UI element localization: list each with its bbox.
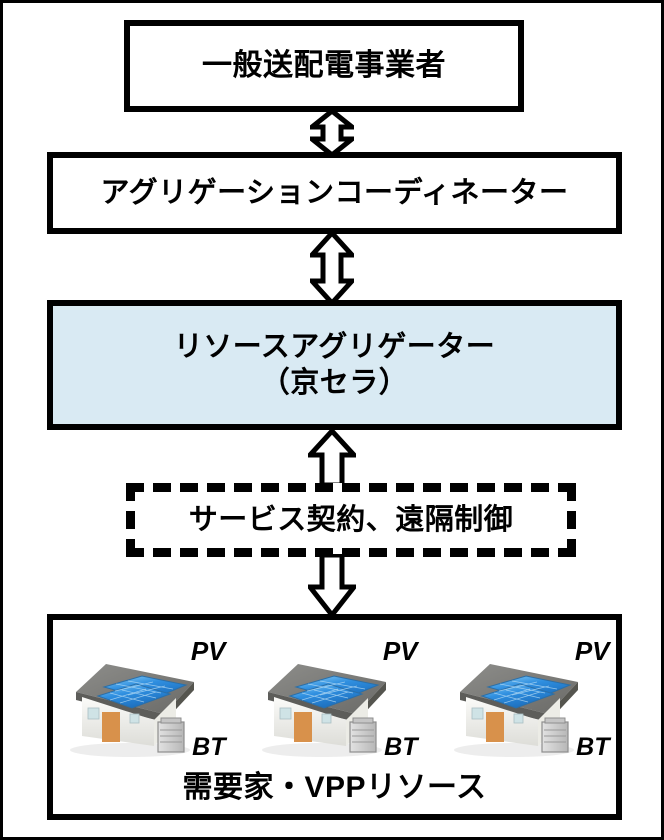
node-utility: 一般送配電事業者 xyxy=(124,20,524,112)
node-consumers-label: 需要家・VPPリソース xyxy=(182,771,487,804)
pv-label: PV xyxy=(382,636,418,666)
node-resource-aggregator: リソースアグリゲーター （京セラ） xyxy=(47,300,622,430)
node-consumers: PV BT xyxy=(47,614,622,820)
double-arrow-icon-utility-coordinator xyxy=(310,110,354,156)
house-unit: PV BT xyxy=(58,634,228,764)
up-arrow-icon-contract-aggregator xyxy=(308,430,356,486)
down-arrow-icon-consumers-contract xyxy=(308,554,356,616)
pv-label: PV xyxy=(190,636,226,666)
bt-label: BT xyxy=(192,733,226,761)
house-with-solar-icon xyxy=(453,664,578,757)
bt-label: BT xyxy=(576,733,610,761)
node-utility-label: 一般送配電事業者 xyxy=(202,49,446,83)
node-service-contract-label: サービス契約、遠隔制御 xyxy=(188,503,514,536)
house-with-solar-icon xyxy=(261,664,386,757)
double-arrow-icon-coordinator-aggregator xyxy=(310,232,354,304)
node-resource-aggregator-label: リソースアグリゲーター （京セラ） xyxy=(174,329,496,402)
pv-label: PV xyxy=(574,636,610,666)
node-aggregation-coordinator: アグリゲーションコーディネーター xyxy=(47,152,622,234)
node-resource-aggregator-label-line2: （京セラ） xyxy=(260,367,409,399)
house-unit: PV BT xyxy=(250,634,420,764)
node-service-contract: サービス契約、遠隔制御 xyxy=(126,483,576,557)
bt-label: BT xyxy=(384,733,418,761)
node-resource-aggregator-label-line1: リソースアグリゲーター xyxy=(173,330,496,363)
house-unit: PV BT xyxy=(442,634,612,764)
node-aggregation-coordinator-label: アグリゲーションコーディネーター xyxy=(100,176,569,209)
house-icon-row: PV BT xyxy=(53,634,616,764)
house-with-solar-icon xyxy=(69,664,194,757)
